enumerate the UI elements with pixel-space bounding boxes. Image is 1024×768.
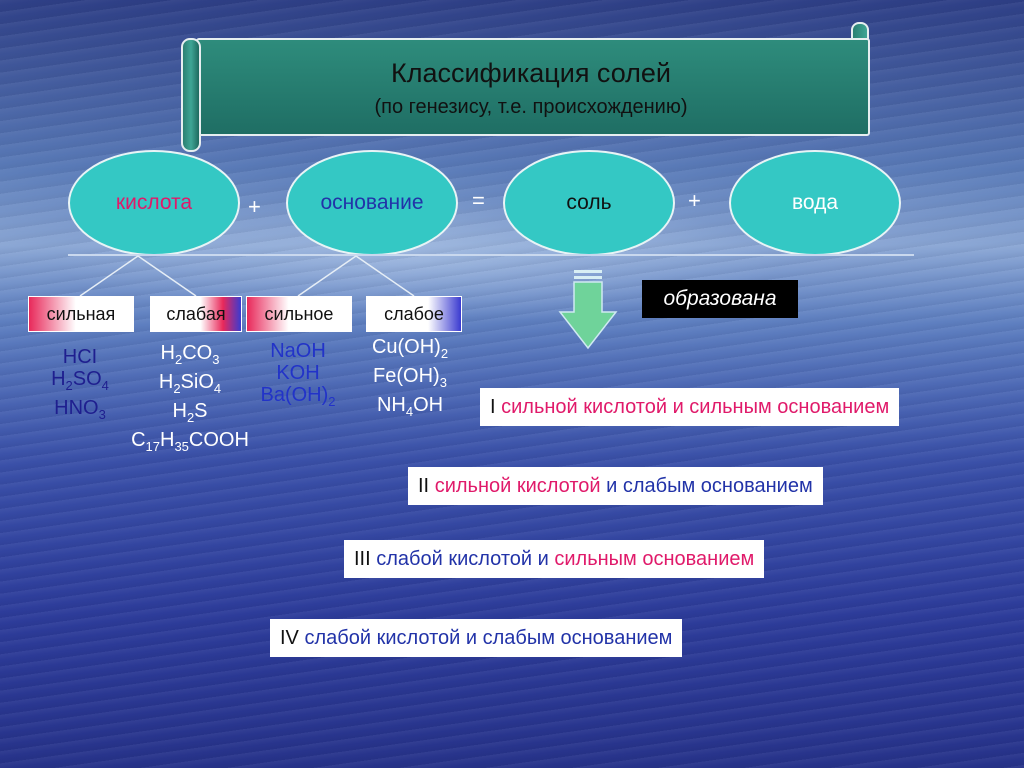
formula-list-strong-acids: HCI H2SO4 HNO3 [30,346,130,426]
connector-base-weak [355,255,415,297]
rule-4-box: IV слабой кислотой и слабым основанием [270,619,683,657]
connector-base-strong [297,255,357,297]
rule-4-number: IV [280,626,299,649]
formula-koh: KOH [276,362,320,384]
formula-stearic-acid: C17H35COOH [131,429,249,454]
rule-3-text-base: сильным основанием [554,547,755,570]
rule-3-number: III [354,547,371,570]
divider-line [68,254,914,256]
rule-2-box: II сильной кислотой и слабым основанием [408,467,823,505]
rule-2-text-acid: сильной кислотой [434,474,601,497]
rule-1-text: сильной кислотой и сильным основанием [501,395,890,418]
page-subtitle: (по генезису, т.е. происхождению) [374,96,688,118]
category-strong-base: сильное [246,296,352,332]
oval-salt-label: соль [566,191,612,214]
connector-acid-weak [137,255,197,297]
oval-salt: соль [503,150,675,256]
rule-2-number: II [418,474,430,497]
down-arrow-icon [558,270,618,350]
formula-h2sio4: H2SiO4 [158,371,222,396]
formula-list-strong-bases: NaOH KOH Ba(OH)2 [240,340,356,413]
title-banner [196,38,870,136]
oval-water-label: вода [791,191,839,214]
rule-3-text-acid: слабой кислотой и [376,547,549,570]
oval-base: основание [286,150,458,256]
category-weak-base-label: слабое [384,303,444,324]
scroll-roll-left [181,38,201,152]
formula-h2s: H2S [172,400,208,425]
formula-hno3: HNO3 [54,397,106,422]
oval-acid-label: кислота [115,191,193,214]
category-strong-base-label: сильное [264,303,334,324]
rule-4-text: слабой кислотой и слабым основанием [304,626,673,649]
formula-feoh3: Fe(OH)3 [373,365,447,390]
category-weak-base: слабое [366,296,462,332]
formula-h2co3: H2CO3 [160,342,220,367]
formula-h2so4: H2SO4 [51,368,109,393]
category-strong-acid: сильная [28,296,134,332]
formula-naoh: NaOH [270,340,326,362]
plus-sign-2: + [688,188,701,213]
rule-1-number: I [490,395,496,418]
formula-hcl: HCI [62,346,98,368]
connector-acid-strong [79,255,139,297]
category-weak-acid: слабая [150,296,242,332]
formula-baoh2: Ba(OH)2 [260,384,336,409]
rule-1-box: I сильной кислотой и сильным основанием [480,388,900,426]
category-strong-acid-label: сильная [46,303,116,324]
plus-sign-1: + [248,194,261,219]
formula-cuoh2: Cu(OH)2 [371,336,449,361]
category-weak-acid-label: слабая [166,303,226,324]
rule-3-box: III слабой кислотой и сильным основанием [344,540,765,578]
formula-list-weak-bases: Cu(OH)2 Fe(OH)3 NH4OH [352,336,468,423]
formed-label: образована [642,280,798,318]
formula-list-weak-acids: H2CO3 H2SiO4 H2S C17H35COOH [110,342,270,458]
rule-2-text-base: и слабым основанием [606,474,813,497]
formula-nh4oh: NH4OH [376,394,444,419]
equals-sign: = [472,188,485,213]
page-title: Классификация солей [390,58,672,88]
oval-base-label: основание [320,191,424,214]
